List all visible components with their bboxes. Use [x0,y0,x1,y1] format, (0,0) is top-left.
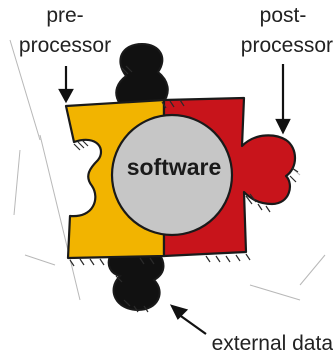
shading-hatch [69,65,299,313]
post-processor-label-line2: processor [240,34,333,57]
bottom-black-tab [107,251,165,312]
post-processor-arrow [275,64,291,135]
pre-processor-arrow [58,66,74,104]
top-black-tab [115,42,169,105]
post-processor-label-line1: post- [259,4,307,27]
external-data-label: external data [211,332,333,355]
software-label: software [126,154,222,180]
pre-processor-label-line1: pre- [46,4,84,27]
pre-processor-label-line2: processor [18,34,112,57]
external-data-arrow [169,304,207,335]
software-circle [110,113,234,237]
